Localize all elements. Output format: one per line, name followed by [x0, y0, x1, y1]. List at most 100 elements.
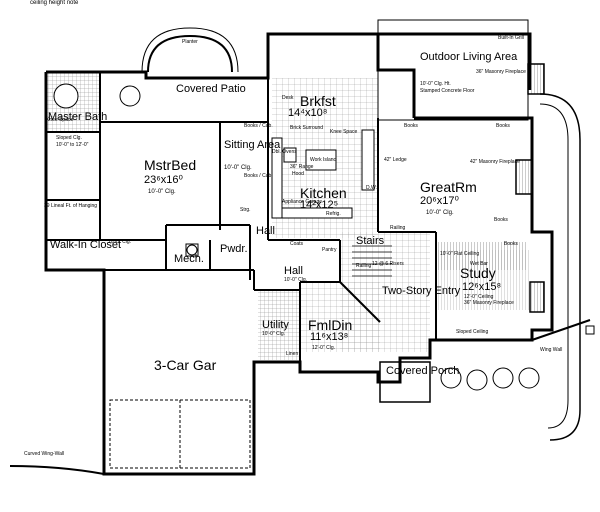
hall-1-name: Hall [256, 225, 275, 237]
covered-patio-name: Covered Patio [176, 83, 246, 95]
railing-2-note: Railing [356, 263, 372, 269]
appliance-garage-note: Appliance Garage [282, 199, 323, 205]
study-fireplace [529, 281, 545, 313]
wet-bar-note: Wet Bar [470, 261, 488, 267]
books-cab-2: Books / Cab. [244, 173, 273, 179]
books-c-note: Books [494, 217, 508, 223]
mech-name: Mech. [174, 253, 204, 265]
entry-diagonal [339, 281, 381, 323]
sloped-ceiling-note: Sloped Ceiling [456, 329, 489, 335]
garage-name: 3-Car Gar [154, 357, 217, 373]
great-room-name: GreatRm [420, 179, 477, 195]
range-note: 36" Range [290, 164, 314, 170]
header-fragment: ceiling height note [30, 0, 79, 6]
curved-walk-inner [539, 103, 569, 429]
masonry-fp-outdoor-note: 36" Masonry Fireplace [476, 69, 526, 75]
hall-2-ceiling: 10'-0" Clg. [284, 277, 308, 283]
walk-in-closet-ceiling: 10'-0" Clg. [108, 239, 132, 245]
utility-ceiling: 10'-0" Clg. [262, 331, 286, 337]
built-in-grill-note: Built-In Grill [498, 35, 524, 41]
two-story-entry-name: Two-Story Entry [382, 285, 461, 297]
linen-note: Linen [286, 351, 299, 357]
master-bedroom-name: MstrBed [144, 157, 197, 173]
kitchen-counters [271, 129, 375, 219]
brick-surround-note: Brick Surround [290, 125, 324, 131]
curved-walk [539, 93, 581, 441]
work-island-note: Work Island [310, 157, 337, 163]
wh-circle [186, 244, 198, 256]
dw-note: D.W. [366, 185, 377, 191]
covered-porch-name: Covered Porch [386, 365, 460, 377]
outdoor-fireplace [527, 63, 545, 95]
ledge-note: 42" Ledge [384, 157, 407, 163]
master-bedroom-size: 23⁶x16⁰ [144, 174, 183, 186]
stairs [352, 245, 392, 277]
patio-arc [147, 34, 233, 73]
utility-name: Utility [262, 319, 289, 331]
master-bedroom-ceiling: 10'-0" Clg. [148, 189, 176, 195]
sitting-area-ceiling: 10'-0" Clg. [224, 165, 252, 171]
dbl-oven-note: Dbl. Ovens [272, 149, 297, 155]
landscape-shrubs [440, 367, 540, 391]
master-bath-note1: Sloped Clg. [56, 135, 82, 141]
stairs-name: Stairs [356, 235, 385, 247]
sitting-area-name: Sitting Area [224, 139, 281, 151]
breakfast-name: Brkfst [300, 93, 336, 109]
flat-ceiling-note: 10'-0" Flat Ceiling [440, 251, 480, 257]
curved-wing-wall-note: Curved Wing-Wall [24, 451, 65, 457]
utility-tile [258, 290, 300, 360]
family-dining-ceiling: 12'-0" Clg. [312, 345, 336, 351]
wing-wall-note: Wing Wall [540, 347, 563, 353]
books-d-note: Books [504, 241, 518, 247]
planter-note: Planter [182, 39, 198, 45]
master-bath-name: Master Bath [48, 111, 108, 123]
study-fireplace-note: 36" Masonry Fireplace [464, 300, 514, 306]
water-heater [185, 243, 199, 257]
kitchen-name: Kitchen [300, 185, 347, 201]
wing-post [585, 325, 595, 335]
powder-name: Pwdr. [220, 243, 248, 255]
outdoor-area [377, 19, 529, 121]
walk-in-closet-note: 39 Lineal Ft. of Hanging [44, 203, 98, 209]
kitchen-size: 14²x12⁵ [300, 199, 339, 211]
wetbar-hatch [436, 242, 526, 270]
risers-note: 12 @ 6 Risers [372, 261, 404, 267]
great-room-ceiling: 10'-0" Clg. [426, 210, 454, 216]
outdoor-living-note1: 10'-0" Clg. Ht. [420, 81, 451, 87]
covered-porch [379, 361, 431, 403]
walk-in-closet-name: Walk-In Closet [50, 239, 122, 251]
curved-wing-wall [9, 465, 105, 475]
knee-space-2-note: Knee Space [46, 117, 74, 123]
breakfast-size: 14⁴x10⁸ [288, 107, 328, 119]
hood-note: Hood [292, 171, 304, 177]
planter-arc [141, 27, 239, 73]
outdoor-living-name: Outdoor Living Area [420, 51, 518, 63]
family-dining-name: FmlDin [308, 317, 353, 333]
great-fireplace [515, 159, 533, 195]
knee-space-note: Knee Space [330, 129, 358, 135]
master-bath-note2: 10'-0" to 12'-0" [56, 142, 89, 148]
great-room-size: 20⁶x17⁰ [420, 195, 459, 207]
tub [53, 83, 79, 109]
study-size: 12⁶x15⁸ [462, 281, 502, 293]
coats-note: Coats [290, 241, 304, 247]
study-ceiling: 12'-0" Ceiling [464, 294, 494, 300]
outdoor-living-note2: Stamped Concrete Floor [420, 88, 475, 94]
railing-1-note: Railing [390, 225, 406, 231]
family-dining-size: 11⁶x13⁸ [310, 331, 349, 343]
refrig-note: Refrig. [326, 211, 341, 217]
strg-note: Strg. [240, 207, 251, 213]
desk-note: Desk [282, 95, 294, 101]
spa [119, 85, 141, 107]
books-a-note: Books [404, 123, 418, 129]
masonry-fp-great-note: 42" Masonry Fireplace [470, 159, 520, 165]
interior-walls [46, 72, 437, 372]
pantry-note: Pantry [322, 247, 337, 253]
right-wing-wall [531, 319, 591, 341]
garage-doors [109, 399, 251, 469]
books-b-note: Books [496, 123, 510, 129]
study-name: Study [460, 265, 496, 281]
hall-2-name: Hall [284, 265, 303, 277]
books-cab-1: Books / Cab. [244, 123, 273, 129]
